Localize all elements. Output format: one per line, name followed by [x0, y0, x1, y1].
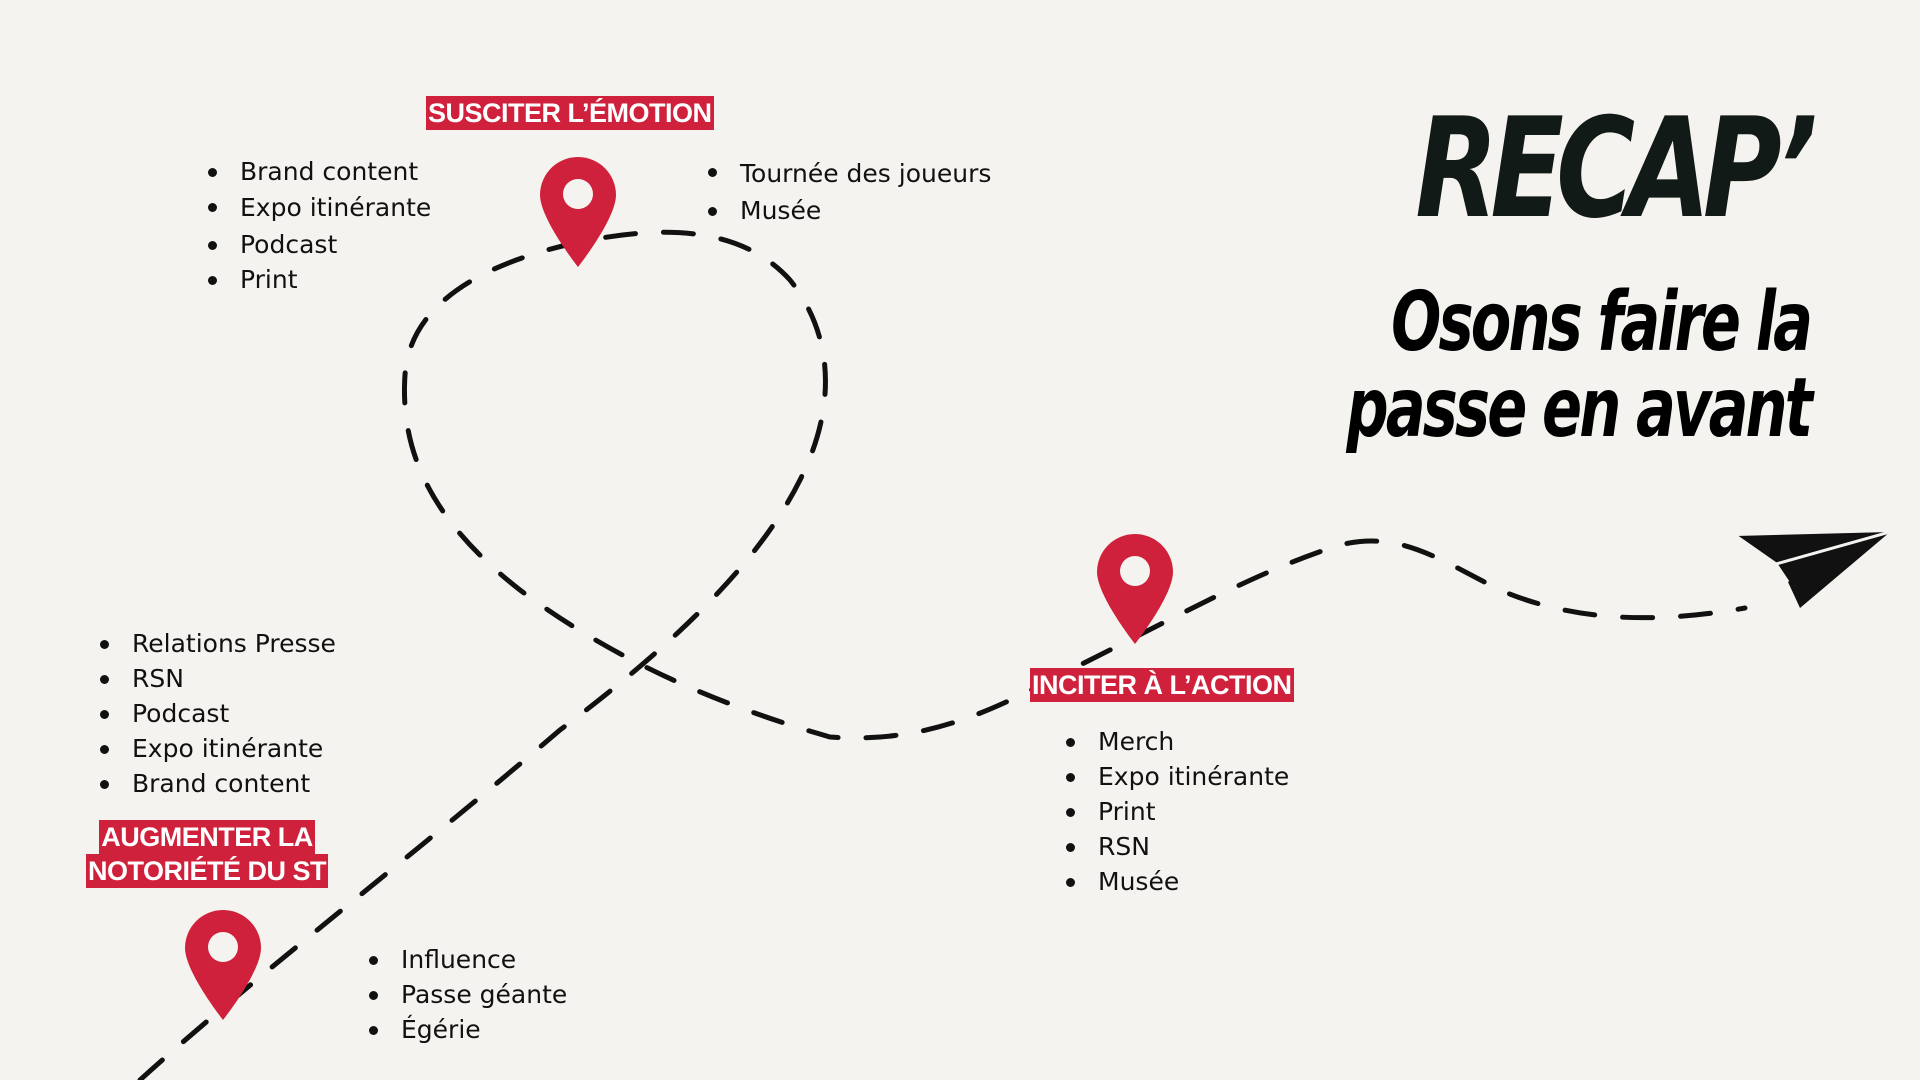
list-item: RSN — [1064, 829, 1289, 864]
list-item: Relations Presse — [98, 626, 336, 661]
map-pin-icon — [185, 910, 261, 1020]
list-item: Influence — [367, 942, 567, 977]
list-item: Expo itinérante — [206, 189, 431, 227]
list-item: Brand content — [98, 766, 336, 801]
page-title: RECAP’ — [1415, 88, 1817, 249]
map-pin-icon — [1097, 534, 1173, 644]
list-item: Brand content — [206, 154, 431, 189]
page-subtitle: Osons faire la passe en avant — [1346, 275, 1813, 456]
stage-label-notoriete: AUGMENTER LA NOTORIÉTÉ DU ST — [86, 820, 329, 888]
list-item: Égérie — [367, 1012, 567, 1047]
list-item: Tournée des joueurs — [706, 154, 991, 193]
list-item: RSN — [98, 661, 336, 696]
list-item: Podcast — [206, 227, 431, 262]
list-item: Musée — [706, 193, 991, 228]
subtitle-line-2: passe en avant — [1346, 361, 1813, 456]
action-list: Merch Expo itinérante Print RSN Musée — [1064, 724, 1289, 899]
list-item: Print — [206, 262, 431, 297]
stage-label-notoriete-line-2: NOTORIÉTÉ DU ST — [86, 854, 329, 888]
paper-plane-icon — [1736, 530, 1890, 608]
list-item: Merch — [1064, 724, 1289, 759]
emotion-left-list: Brand content Expo itinérante Podcast Pr… — [206, 154, 431, 297]
stage-label-notoriete-line-1: AUGMENTER LA — [99, 820, 315, 854]
stage-label-emotion: SUSCITER L’ÉMOTION — [426, 96, 714, 130]
list-item: Expo itinérante — [1064, 759, 1289, 794]
subtitle-line-1: Osons faire la — [1391, 275, 1813, 370]
list-item: Expo itinérante — [98, 731, 336, 766]
notoriete-upper-list: Relations Presse RSN Podcast Expo itinér… — [98, 626, 336, 801]
map-pin-icon — [540, 157, 616, 267]
list-item: Podcast — [98, 696, 336, 731]
list-item: Passe géante — [367, 977, 567, 1012]
stage-label-action: INCITER À L’ACTION — [1030, 668, 1294, 702]
list-item: Print — [1064, 794, 1289, 829]
list-item: Musée — [1064, 864, 1289, 899]
emotion-right-list: Tournée des joueurs Musée — [706, 154, 991, 228]
notoriete-lower-list: Influence Passe géante Égérie — [367, 942, 567, 1047]
